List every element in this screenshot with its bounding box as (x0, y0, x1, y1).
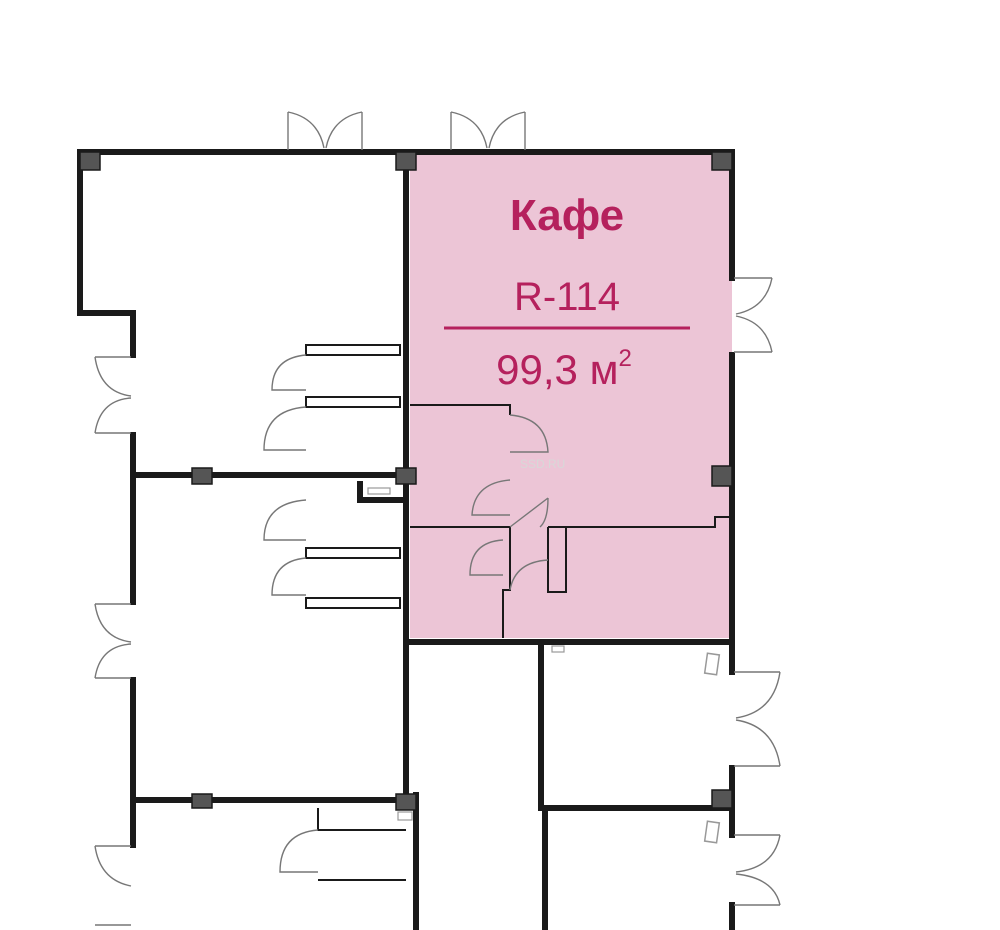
door-cafe-3 (509, 497, 549, 528)
door-right-1 (734, 277, 773, 353)
unit-name: Кафе (510, 191, 624, 240)
door-cafe-5 (509, 559, 549, 591)
door-cafe-4 (469, 539, 504, 576)
watermark: SSD.RU (520, 457, 565, 471)
door-cafe-1 (509, 414, 549, 453)
door-left-2 (94, 603, 132, 679)
door-wc-5 (279, 829, 319, 873)
door-right-3 (734, 834, 781, 906)
door-top-1 (287, 111, 363, 150)
unit-code: R-114 (514, 275, 620, 319)
door-cafe-2 (471, 479, 511, 516)
unit-area-value: 99,3 м (496, 346, 618, 393)
door-right-2 (734, 671, 781, 767)
door-left-1 (94, 356, 132, 434)
unit-area-sup: 2 (618, 345, 631, 372)
door-wc-4 (271, 557, 307, 596)
door-wc-2 (263, 406, 307, 451)
fixtures (367, 487, 721, 844)
doors (94, 111, 781, 926)
door-left-3 (94, 845, 132, 926)
door-top-2 (450, 111, 526, 150)
unit-label: Кафе R-114 99,3 м2 (444, 191, 690, 393)
unit-area: 99,3 м2 (496, 345, 632, 393)
columns (79, 151, 733, 811)
door-wc-1 (271, 354, 307, 391)
unit-r114-highlight[interactable] (410, 152, 732, 638)
door-wc-3 (263, 499, 307, 541)
